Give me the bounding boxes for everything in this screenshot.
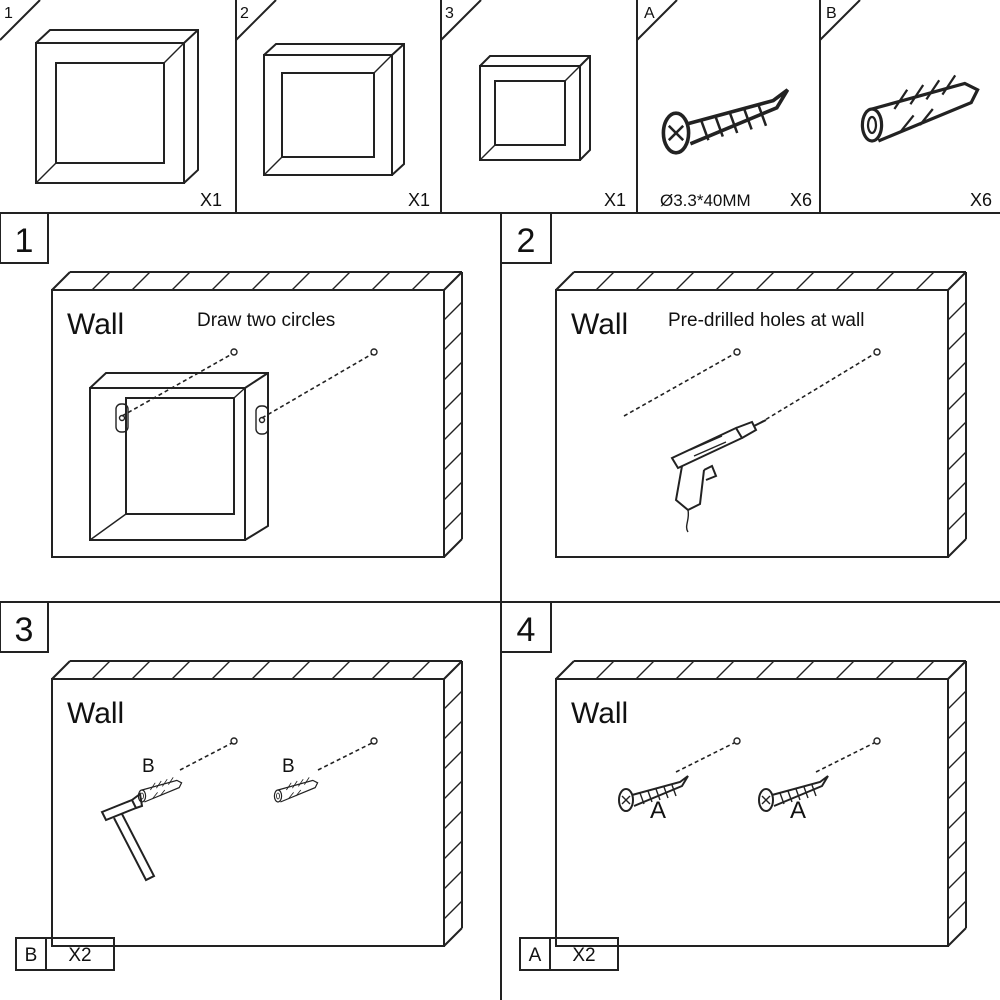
cube-shelf-on-wall [89, 372, 269, 541]
part-callout: B [282, 756, 295, 777]
quantity-value: X2 [68, 945, 91, 966]
part-callout: A [790, 797, 806, 824]
drilled-hole [873, 348, 881, 356]
part-3: 3 X1 [445, 5, 626, 210]
wall-label: Wall [67, 308, 124, 341]
part-qty: X6 [790, 190, 812, 210]
small-cube-shelf-icon [479, 55, 591, 161]
part-tag: B [826, 5, 837, 22]
drilled-hole [733, 348, 741, 356]
marked-circle [230, 348, 238, 356]
step-4: 4 Wall A A A X2 [500, 601, 967, 971]
step-1: 1 Wall Draw two circles [0, 212, 463, 558]
wall-anchor-icon [273, 776, 319, 803]
step-2: 2 Wall Pre-drilled holes at wall [500, 212, 967, 558]
step-3: 3 Wall B B B X2 [0, 601, 463, 971]
wall-label: Wall [571, 308, 628, 341]
part-tag: 3 [445, 5, 454, 22]
medium-cube-shelf-icon [263, 43, 405, 176]
part-qty: X1 [200, 190, 222, 210]
step-number: 2 [517, 222, 536, 260]
step-instruction: Pre-drilled holes at wall [668, 310, 864, 331]
hammer-icon [100, 792, 156, 882]
step-number: 3 [15, 611, 34, 649]
parts-row: 1 X1 2 X1 3 [0, 0, 1000, 214]
part-a: A Ø3.3*40MM X6 [644, 5, 812, 210]
part-b: B X6 [826, 5, 992, 210]
wall-anchor-icon [860, 73, 980, 143]
wall-label: Wall [571, 697, 628, 730]
part-qty: X1 [408, 190, 430, 210]
part-qty: X1 [604, 190, 626, 210]
part-description: Ø3.3*40MM [660, 191, 751, 210]
part-2: 2 X1 [240, 5, 430, 210]
step-instruction: Draw two circles [197, 310, 335, 331]
part-tag: 1 [4, 5, 13, 22]
quantity-part: B [25, 945, 38, 966]
quantity-box: A X2 [519, 937, 619, 971]
wall-label: Wall [67, 697, 124, 730]
step-number: 1 [15, 222, 34, 260]
part-tag: A [644, 5, 655, 22]
quantity-part: A [529, 945, 542, 966]
marked-circle [370, 348, 378, 356]
quantity-value: X2 [572, 945, 595, 966]
power-drill-icon [670, 419, 767, 533]
part-tag: 2 [240, 5, 249, 22]
part-callout: B [142, 756, 155, 777]
part-1: 1 X1 [4, 5, 222, 210]
quantity-box: B X2 [15, 937, 115, 971]
part-callout: A [650, 797, 666, 824]
part-qty: X6 [970, 190, 992, 210]
step-number: 4 [517, 611, 536, 649]
large-cube-shelf-icon [35, 29, 199, 184]
screw-icon [661, 88, 790, 155]
wall-anchor-icon [137, 776, 183, 803]
